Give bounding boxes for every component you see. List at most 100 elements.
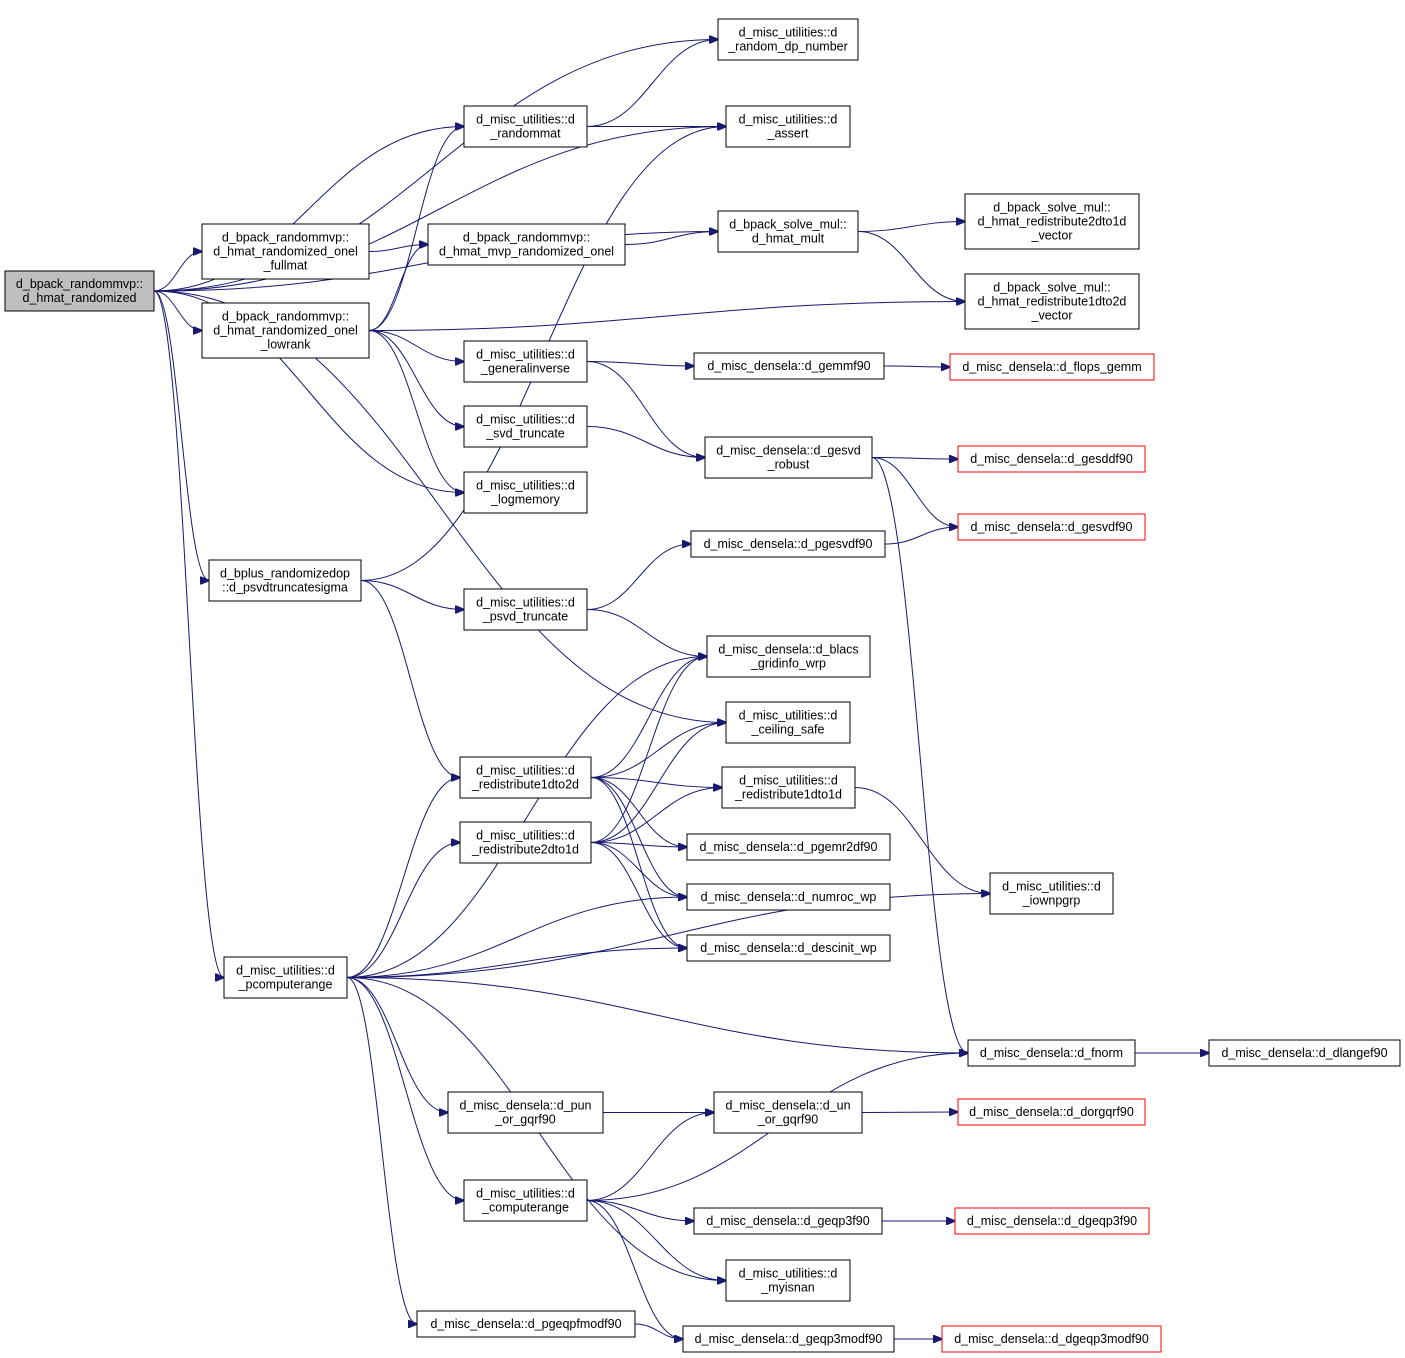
node-label-geqp3modf90-line-0: d_misc_densela::d_geqp3modf90 bbox=[695, 1332, 883, 1346]
node-label-svd_trunc-line-1: _svd_truncate bbox=[485, 427, 565, 441]
node-box-redist1dto1d bbox=[721, 766, 856, 809]
node-label-randommat-line-1: _randommat bbox=[489, 127, 561, 141]
node-label-psvd_trunc-line-0: d_misc_utilities::d bbox=[476, 596, 575, 610]
node-box-psvd_trunc bbox=[463, 588, 588, 631]
edge-onel_lowrank-to-redist1dto2d_vec bbox=[368, 302, 965, 331]
node-onel_lowrank[interactable]: d_bpack_randommvp::d_hmat_randomized_one… bbox=[201, 302, 370, 359]
node-box-dgeqp3modf90 bbox=[941, 1325, 1162, 1353]
node-root[interactable]: d_bpack_randommvp::d_hmat_randomized bbox=[4, 270, 155, 312]
node-logmemory[interactable]: d_misc_utilities::d_logmemory bbox=[463, 471, 588, 514]
node-label-redist1dto2d-line-1: _redistribute1dto2d bbox=[471, 778, 579, 792]
node-dlangef90[interactable]: d_misc_densela::d_dlangef90 bbox=[1208, 1039, 1401, 1067]
node-box-fnorm bbox=[967, 1039, 1136, 1067]
node-redist1dto2d_vec[interactable]: d_bpack_solve_mul::d_hmat_redistribute1d… bbox=[964, 273, 1140, 330]
node-label-pcomputerange-line-1: _pcomputerange bbox=[238, 978, 333, 992]
edge-root-to-onel_fullmat bbox=[153, 252, 202, 292]
edge-pcomputerange-to-computerange bbox=[346, 977, 464, 1201]
node-psvdtrunc_sigma[interactable]: d_bplus_randomizedop::d_psvdtruncatesigm… bbox=[208, 559, 362, 602]
node-gesvdf90[interactable]: d_misc_densela::d_gesvdf90 bbox=[957, 513, 1146, 541]
node-box-myisnan bbox=[725, 1259, 851, 1302]
node-box-pgemr2df90 bbox=[686, 833, 891, 861]
node-label-onel_fullmat-line-2: _fullmat bbox=[263, 259, 308, 273]
node-redist1dto2d[interactable]: d_misc_utilities::d_redistribute1dto2d bbox=[459, 756, 592, 799]
edge-pcomputerange-to-descinit bbox=[346, 948, 687, 978]
edge-onel_lowrank-to-svd_trunc bbox=[368, 330, 464, 427]
node-assert[interactable]: d_misc_utilities::d_assert bbox=[725, 105, 851, 148]
node-pgeqpfmodf90[interactable]: d_misc_densela::d_pgeqpfmodf90 bbox=[416, 1310, 636, 1338]
node-box-hmat_mult bbox=[717, 210, 859, 253]
edge-un_or_gqrf-to-dorgqrf90 bbox=[861, 1112, 958, 1113]
node-psvd_trunc[interactable]: d_misc_utilities::d_psvd_truncate bbox=[463, 588, 588, 631]
node-ceiling[interactable]: d_misc_utilities::d_ceiling_safe bbox=[725, 701, 851, 744]
node-redist1dto1d[interactable]: d_misc_utilities::d_redistribute1dto1d bbox=[721, 766, 856, 809]
node-label-svd_trunc-line-0: d_misc_utilities::d bbox=[476, 413, 575, 427]
node-label-geninverse-line-0: d_misc_utilities::d bbox=[476, 348, 575, 362]
node-geqp3modf90[interactable]: d_misc_densela::d_geqp3modf90 bbox=[682, 1325, 895, 1353]
edge-redist2dto1d-to-ceiling bbox=[590, 723, 726, 843]
node-label-gesvd_robust-line-1: _robust bbox=[767, 458, 810, 472]
node-descinit[interactable]: d_misc_densela::d_descinit_wp bbox=[686, 934, 891, 962]
node-pgemr2df90[interactable]: d_misc_densela::d_pgemr2df90 bbox=[686, 833, 891, 861]
node-rand_dp[interactable]: d_misc_utilities::d_random_dp_number bbox=[717, 18, 859, 61]
node-gesddf90[interactable]: d_misc_densela::d_gesddf90 bbox=[957, 445, 1146, 473]
node-dorgqrf90[interactable]: d_misc_densela::d_dorgqrf90 bbox=[957, 1098, 1146, 1126]
node-box-pgesvdf90 bbox=[690, 530, 886, 558]
node-box-flops_gemm bbox=[949, 353, 1155, 381]
node-label-dorgqrf90-line-0: d_misc_densela::d_dorgqrf90 bbox=[969, 1105, 1134, 1119]
node-gemmf90[interactable]: d_misc_densela::d_gemmf90 bbox=[693, 352, 885, 380]
node-label-blacs-line-0: d_misc_densela::d_blacs bbox=[718, 643, 858, 657]
edge-root-to-assert bbox=[153, 127, 726, 292]
node-mvp_onel[interactable]: d_bpack_randommvp::d_hmat_mvp_randomized… bbox=[427, 223, 626, 266]
node-numroc[interactable]: d_misc_densela::d_numroc_wp bbox=[686, 883, 891, 911]
node-label-computerange-line-0: d_misc_utilities::d bbox=[476, 1187, 575, 1201]
node-label-ceiling-line-0: d_misc_utilities::d bbox=[739, 709, 838, 723]
node-blacs[interactable]: d_misc_densela::d_blacs_gridinfo_wrp bbox=[706, 635, 871, 678]
edge-mvp_onel-to-hmat_mult bbox=[624, 232, 718, 245]
node-label-onel_fullmat-line-0: d_bpack_randommvp:: bbox=[222, 231, 349, 245]
node-box-pgeqpfmodf90 bbox=[416, 1310, 636, 1338]
node-label-pgemr2df90-line-0: d_misc_densela::d_pgemr2df90 bbox=[700, 840, 878, 854]
edge-randommat-to-rand_dp bbox=[586, 40, 718, 127]
node-redist2dto1d_vec[interactable]: d_bpack_solve_mul::d_hmat_redistribute2d… bbox=[964, 193, 1140, 250]
node-flops_gemm[interactable]: d_misc_densela::d_flops_gemm bbox=[949, 353, 1155, 381]
node-myisnan[interactable]: d_misc_utilities::d_myisnan bbox=[725, 1259, 851, 1302]
node-pcomputerange[interactable]: d_misc_utilities::d_pcomputerange bbox=[223, 956, 348, 999]
edge-redist1dto2d-to-ceiling bbox=[590, 723, 726, 778]
edge-redist1dto1d-to-iownpgrp bbox=[854, 787, 990, 894]
node-geqp3f90[interactable]: d_misc_densela::d_geqp3f90 bbox=[693, 1207, 883, 1235]
edge-geninverse-to-gemmf90 bbox=[586, 361, 694, 367]
node-hmat_mult[interactable]: d_bpack_solve_mul::d_hmat_mult bbox=[717, 210, 859, 253]
node-svd_trunc[interactable]: d_misc_utilities::d_svd_truncate bbox=[463, 405, 588, 448]
edge-hmat_mult-to-redist1dto2d_vec bbox=[857, 231, 965, 302]
node-box-dgeqp3f90 bbox=[954, 1207, 1150, 1235]
node-label-computerange-line-1: _computerange bbox=[481, 1201, 569, 1215]
node-label-root-line-0: d_bpack_randommvp:: bbox=[16, 277, 143, 291]
node-dgeqp3modf90[interactable]: d_misc_densela::d_dgeqp3modf90 bbox=[941, 1325, 1162, 1353]
edge-redist1dto2d-to-blacs bbox=[590, 657, 707, 778]
node-gesvd_robust[interactable]: d_misc_densela::d_gesvd_robust bbox=[704, 436, 873, 479]
node-pgesvdf90[interactable]: d_misc_densela::d_pgesvdf90 bbox=[690, 530, 886, 558]
node-computerange[interactable]: d_misc_utilities::d_computerange bbox=[463, 1179, 588, 1222]
node-label-onel_lowrank-line-1: d_hmat_randomized_onel bbox=[213, 324, 358, 338]
node-label-dlangef90-line-0: d_misc_densela::d_dlangef90 bbox=[1221, 1046, 1387, 1060]
node-un_or_gqrf[interactable]: d_misc_densela::d_un_or_gqrf90 bbox=[713, 1091, 863, 1134]
node-dgeqp3f90[interactable]: d_misc_densela::d_dgeqp3f90 bbox=[954, 1207, 1150, 1235]
node-box-geninverse bbox=[463, 340, 588, 383]
node-redist2dto1d[interactable]: d_misc_utilities::d_redistribute2dto1d bbox=[459, 821, 592, 864]
node-label-ceiling-line-1: _ceiling_safe bbox=[751, 723, 825, 737]
node-onel_fullmat[interactable]: d_bpack_randommvp::d_hmat_randomized_one… bbox=[201, 223, 370, 280]
edge-redist2dto1d-to-pgemr2df90 bbox=[590, 842, 687, 848]
node-iownpgrp[interactable]: d_misc_utilities::d_iownpgrp bbox=[989, 872, 1114, 915]
node-label-redist1dto2d-line-0: d_misc_utilities::d bbox=[476, 764, 575, 778]
edge-pgeqpfmodf90-to-geqp3modf90 bbox=[634, 1323, 683, 1339]
node-randommat[interactable]: d_misc_utilities::d_randommat bbox=[463, 105, 588, 148]
node-label-onel_lowrank-line-2: _lowrank bbox=[259, 338, 311, 352]
node-geninverse[interactable]: d_misc_utilities::d_generalinverse bbox=[463, 340, 588, 383]
node-label-geninverse-line-1: _generalinverse bbox=[480, 362, 570, 376]
node-label-dgeqp3modf90-line-0: d_misc_densela::d_dgeqp3modf90 bbox=[954, 1332, 1149, 1346]
node-pun_or_gqrf[interactable]: d_misc_densela::d_pun_or_gqrf90 bbox=[447, 1091, 604, 1134]
edge-pcomputerange-to-pgeqpfmodf90 bbox=[346, 977, 417, 1325]
edge-root-to-randommat bbox=[153, 127, 464, 292]
node-label-onel_fullmat-line-1: d_hmat_randomized_onel bbox=[213, 245, 358, 259]
node-fnorm[interactable]: d_misc_densela::d_fnorm bbox=[967, 1039, 1136, 1067]
